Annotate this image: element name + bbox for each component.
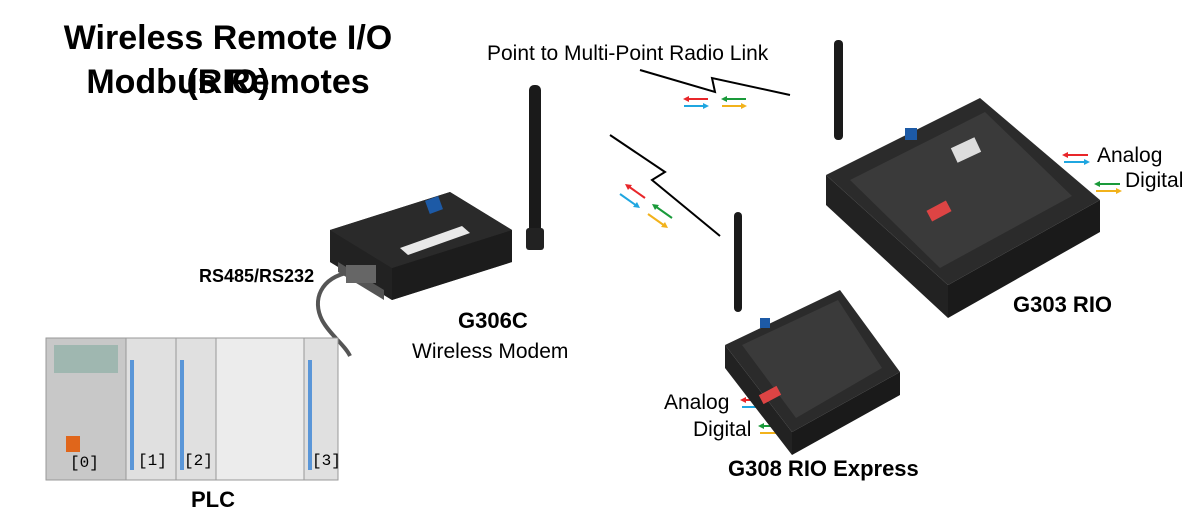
plc-name: PLC: [191, 487, 235, 512]
plc-slot-0: [0]: [70, 454, 99, 472]
plc-slot-1: [1]: [138, 452, 167, 470]
plc-slot-3: [3]: [312, 452, 341, 470]
title-line-2: Modbus Remotes: [86, 63, 370, 101]
g306c-modem-image: [330, 85, 544, 300]
g308-name: G308 RIO Express: [728, 456, 919, 481]
modem-description: Wireless Modem: [412, 340, 569, 363]
g303-analog-label: Analog: [1097, 144, 1163, 167]
g303-digital-label: Digital: [1125, 169, 1184, 192]
plc-image: [45, 337, 339, 481]
g303-rio-image: [826, 40, 1100, 318]
radio-link-label: Point to Multi-Point Radio Link: [487, 42, 769, 65]
modem-name: G306C: [458, 308, 528, 333]
g308-analog-label: Analog: [664, 391, 730, 414]
radio-link-zigzag-bottom: [609, 134, 721, 237]
link-arrows-bottom: [619, 184, 673, 228]
title-line-1: Wireless Remote I/O (RIO): [63, 19, 393, 101]
g303-name: G303 RIO: [1013, 292, 1113, 317]
serial-label: RS485/RS232: [199, 266, 315, 286]
radio-link-zigzag-top: [639, 69, 791, 96]
g303-io-arrows: [1062, 152, 1122, 194]
plc-slot-2: [2]: [184, 452, 213, 470]
g308-digital-label: Digital: [693, 418, 752, 441]
g308-rio-image: [725, 212, 900, 455]
serial-cable: [316, 270, 352, 357]
link-arrows-top: [683, 96, 747, 109]
